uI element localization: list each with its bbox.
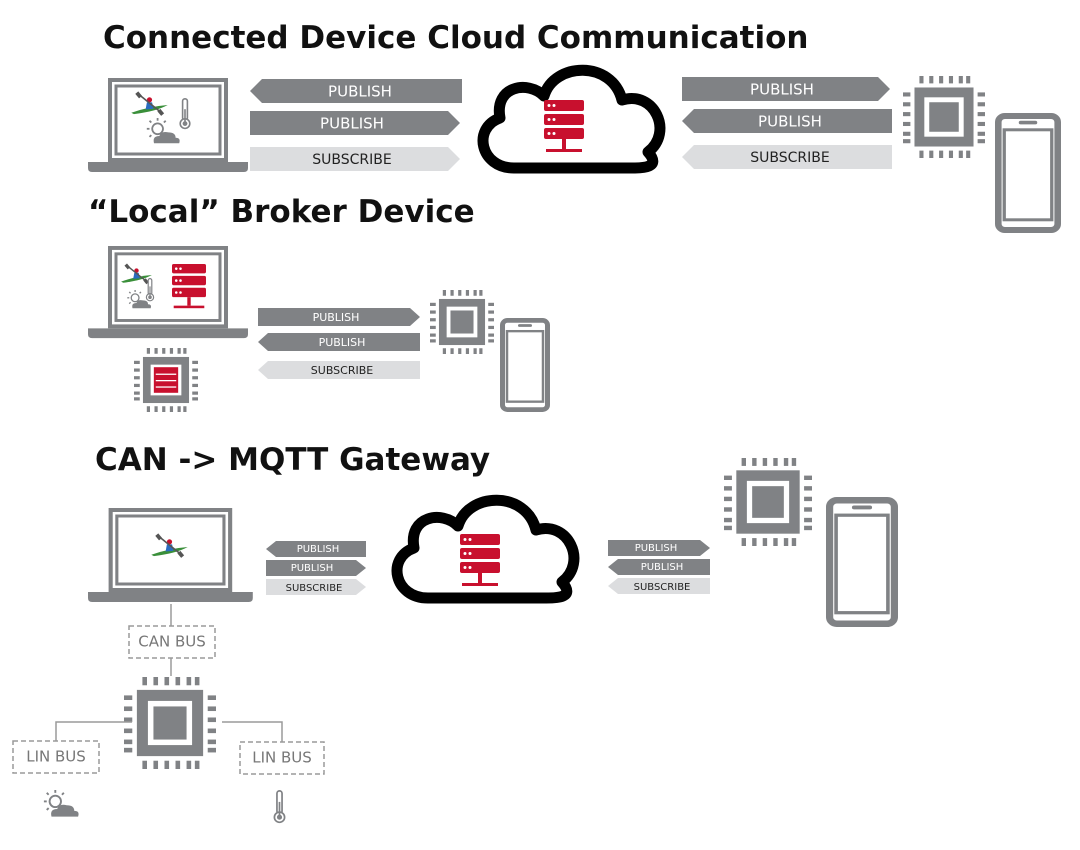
subscribe-label: SUBSCRIBE xyxy=(750,150,829,166)
can-bus-box: CAN BUS xyxy=(128,625,216,659)
subscribe-arrow-left: SUBSCRIBE xyxy=(258,361,420,379)
laptop-icon xyxy=(86,245,250,341)
lin-bus-box: LIN BUS xyxy=(239,741,325,775)
chip-icon xyxy=(724,458,812,546)
section-title-cloud: Connected Device Cloud Communication xyxy=(103,20,808,56)
subscribe-label: SUBSCRIBE xyxy=(311,364,373,377)
can-bus-label: CAN BUS xyxy=(138,633,206,651)
subscribe-label: SUBSCRIBE xyxy=(286,583,343,594)
phone-icon xyxy=(830,500,895,624)
bus-connector-line xyxy=(55,721,132,741)
subscribe-arrow-right: SUBSCRIBE xyxy=(266,579,366,595)
publish-arrow-left: PUBLISH xyxy=(608,559,710,575)
publish-label: PUBLISH xyxy=(291,563,334,574)
sun-cloud-icon xyxy=(42,789,80,818)
lin-bus-label: LIN BUS xyxy=(26,748,86,766)
phone-icon xyxy=(998,116,1057,230)
chip-icon xyxy=(134,348,198,412)
publish-label: PUBLISH xyxy=(641,562,684,573)
publish-label: PUBLISH xyxy=(750,81,814,99)
publish-label: PUBLISH xyxy=(297,544,340,555)
publish-label: PUBLISH xyxy=(758,113,822,131)
publish-arrow-right: PUBLISH xyxy=(266,560,366,576)
publish-label: PUBLISH xyxy=(328,83,392,101)
subscribe-arrow-left: SUBSCRIBE xyxy=(682,145,892,169)
subscribe-arrow-right: SUBSCRIBE xyxy=(250,147,460,171)
publish-label: PUBLISH xyxy=(635,543,678,554)
laptop-icon xyxy=(88,510,253,602)
section-title-can-gateway: CAN -> MQTT Gateway xyxy=(95,442,490,478)
publish-arrow-right: PUBLISH xyxy=(608,540,710,556)
publish-arrow-left: PUBLISH xyxy=(258,333,420,351)
lin-bus-box: LIN BUS xyxy=(12,740,100,774)
thermometer-icon xyxy=(273,789,286,824)
publish-arrow-left: PUBLISH xyxy=(266,541,366,557)
publish-arrow-right: PUBLISH xyxy=(250,111,460,135)
chip-icon xyxy=(124,677,216,769)
laptop-icon xyxy=(86,78,250,174)
subscribe-label: SUBSCRIBE xyxy=(634,582,691,593)
bus-connector-line xyxy=(222,721,283,742)
publish-label: PUBLISH xyxy=(319,336,366,349)
publish-label: PUBLISH xyxy=(313,311,360,324)
publish-arrow-right: PUBLISH xyxy=(682,77,890,101)
lin-bus-label: LIN BUS xyxy=(252,749,312,767)
publish-arrow-left: PUBLISH xyxy=(682,109,892,133)
chip-icon xyxy=(430,290,494,354)
chip-icon xyxy=(903,76,985,158)
publish-arrow-left: PUBLISH xyxy=(250,79,462,103)
subscribe-arrow-left: SUBSCRIBE xyxy=(608,578,710,594)
phone-icon xyxy=(503,320,548,409)
subscribe-label: SUBSCRIBE xyxy=(312,152,391,168)
publish-arrow-right: PUBLISH xyxy=(258,308,420,326)
section-title-local-broker: “Local” Broker Device xyxy=(88,194,475,230)
publish-label: PUBLISH xyxy=(320,115,384,133)
